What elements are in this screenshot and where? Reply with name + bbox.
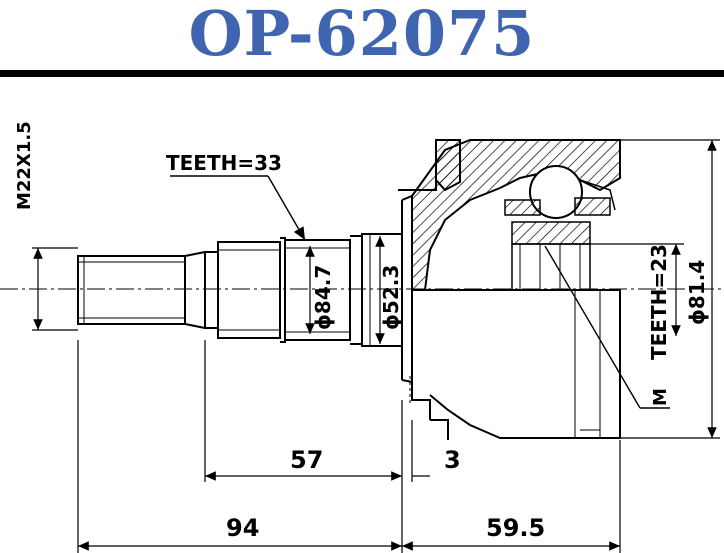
marker-label: M bbox=[650, 388, 671, 406]
marker-leader bbox=[544, 245, 670, 409]
dim-94-label: 94 bbox=[226, 514, 259, 542]
ball bbox=[529, 165, 583, 219]
thread-label: M22X1.5 bbox=[14, 121, 35, 210]
title-underline bbox=[0, 70, 724, 77]
length-dimensions bbox=[77, 340, 621, 553]
teeth-outer-label: TEETH=33 bbox=[166, 151, 282, 175]
housing-lower bbox=[425, 289, 621, 439]
diam-housing-dimension bbox=[590, 139, 720, 439]
dim-3-label: 3 bbox=[444, 446, 461, 474]
diam-seal-label: ϕ84.7 bbox=[311, 265, 335, 330]
threaded-stub bbox=[77, 250, 219, 330]
diam-housing-label: ϕ81.4 bbox=[685, 260, 709, 325]
thread-dimension bbox=[32, 247, 78, 331]
spline-shaft bbox=[217, 233, 403, 347]
teeth-inner-label: TEETH=23 bbox=[647, 244, 671, 360]
dim-57-label: 57 bbox=[290, 446, 323, 474]
dim-595-label: 59.5 bbox=[486, 514, 545, 542]
teeth-outer-leader bbox=[170, 175, 306, 241]
inner-race bbox=[504, 165, 616, 291]
diam-shaft-label: ϕ52.3 bbox=[379, 265, 403, 330]
part-number-title: OP-62075 bbox=[188, 0, 536, 70]
